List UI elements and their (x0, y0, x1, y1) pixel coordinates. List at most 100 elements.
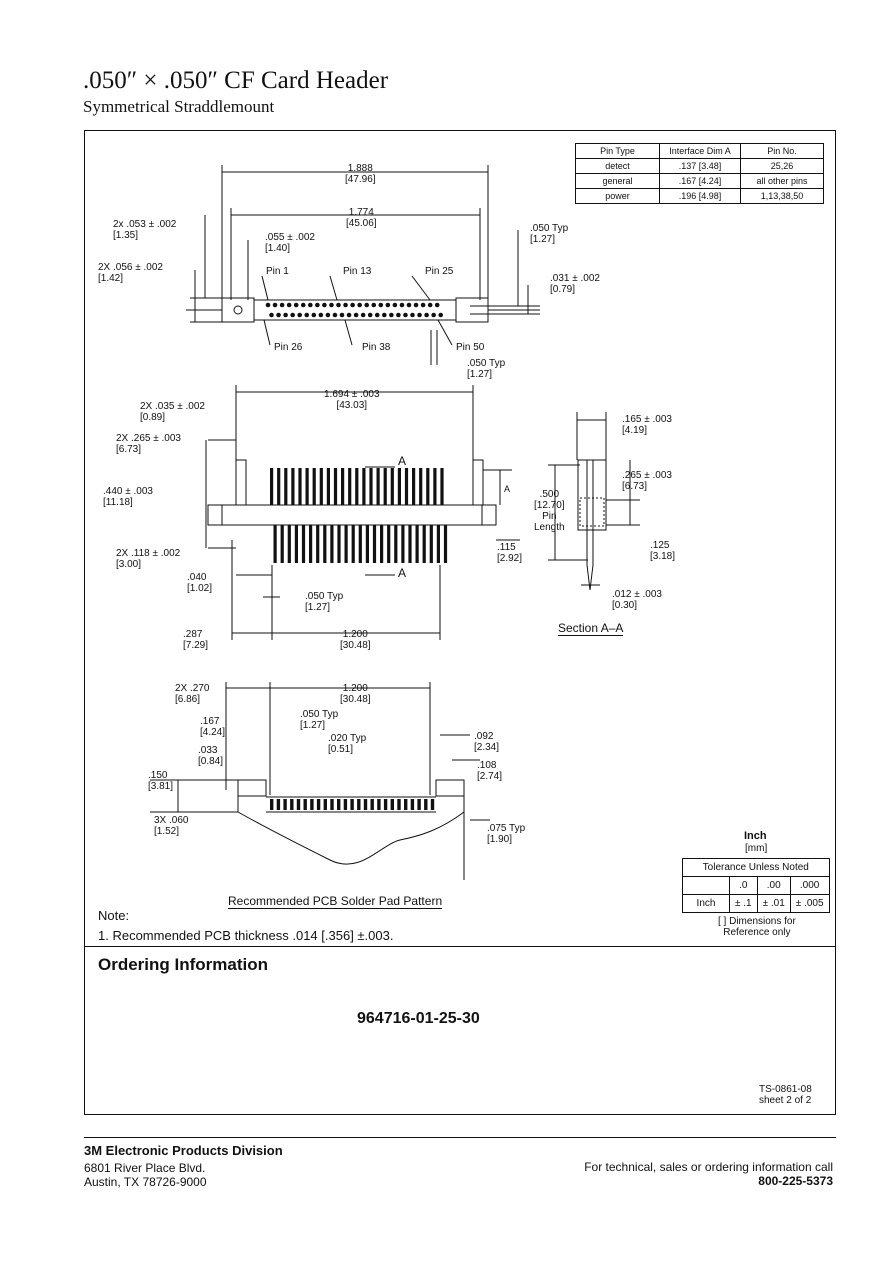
pin-bar (337, 525, 341, 563)
solder-pad (316, 799, 321, 810)
solder-pad (370, 799, 374, 810)
pin-50-label: Pin 50 (456, 342, 485, 353)
pin-bar (348, 468, 352, 505)
pin-dot (378, 302, 384, 308)
section-marker-bottom: A (398, 566, 407, 580)
pin-dot (269, 312, 274, 318)
dim-post-height: 2X .265 ± .003 [6.73] (116, 433, 181, 455)
pin-dot (427, 302, 433, 308)
pin-dot (290, 312, 295, 318)
dim-pin-diameter: .031 ± .002 [0.79] (550, 273, 600, 295)
solder-pad (337, 799, 341, 810)
dim-inner-width: 1.774 [45.06] (346, 207, 377, 229)
solder-pad (417, 799, 421, 810)
front-view-drawing (205, 385, 520, 640)
solder-pad (323, 799, 327, 810)
table-cell: ± .1 (729, 894, 758, 913)
solder-pad (283, 799, 287, 810)
pin-26-label: Pin 26 (274, 342, 303, 353)
pcb-view-drawing (150, 682, 490, 880)
table-row: .0 .00 .000 (682, 876, 830, 895)
pin-bar (341, 468, 345, 505)
pin-dot (332, 312, 338, 318)
address-line: Austin, TX 78726-9000 (84, 1175, 207, 1189)
pin-dot (410, 312, 415, 318)
pin-bar (369, 468, 373, 505)
table-row: general .167 [4.24] all other pins (575, 173, 824, 189)
pin-bar (419, 468, 423, 505)
pin-dot (353, 312, 359, 318)
top-view-pin-rows (265, 302, 444, 318)
pin-dot (276, 312, 281, 318)
pin-dot (420, 302, 426, 308)
section-marker-top: A (398, 454, 407, 468)
pin-bar (440, 468, 444, 505)
solder-pad (270, 799, 274, 810)
units-mm: [mm] (745, 843, 768, 854)
dim-section-thickness: .165 ± .003 [4.19] (622, 414, 672, 436)
solder-pad (404, 799, 408, 810)
table-row: Inch ± .1 ± .01 ± .005 (682, 894, 830, 913)
table-cell: ± .005 (789, 894, 830, 913)
table-row: detect .137 [3.48] 25,26 (575, 158, 824, 174)
pin-bar (344, 525, 348, 563)
pin-dot (311, 312, 317, 318)
table-cell: general (575, 173, 660, 189)
reference-note: [ ] Dimensions for Reference only (718, 916, 796, 938)
front-view-pin-bars (270, 468, 448, 563)
dim-edge: .287 [7.29] (183, 629, 209, 651)
table-header: Pin Type (575, 143, 660, 159)
tolerance-table: Tolerance Unless Noted .0 .00 .000 Inch … (682, 858, 830, 913)
dim-front-width: 1.694 ± .003 [43.03] (324, 389, 380, 411)
dim-front-pitch: .050 Typ [1.27] (305, 591, 344, 613)
pin-dot (265, 302, 271, 308)
dim-pitch-top: .050 Typ [1.27] (530, 223, 569, 245)
contact-line: For technical, sales or ordering informa… (584, 1160, 833, 1174)
pin-dot (434, 302, 440, 308)
table-cell: .00 (756, 876, 791, 895)
section-divider (85, 946, 835, 947)
pin-dot (339, 312, 345, 318)
dim-offset: .040 [1.02] (187, 572, 213, 594)
dim-pcb-a: .167 [4.24] (200, 716, 226, 738)
dim-foot: 2X .118 ± .002 [3.00] (116, 548, 181, 570)
pin-dot (336, 302, 341, 308)
table-cell: .0 (729, 876, 758, 895)
pin-bar (333, 468, 338, 505)
table-cell: 25,26 (740, 158, 824, 174)
pin-bar (330, 525, 334, 563)
dim-pcb-width: 2X .270 [6.86] (175, 683, 210, 705)
pin-bar (415, 525, 419, 563)
pin-bar (277, 468, 281, 505)
dim-pcb-d: .108 [2.74] (477, 760, 503, 782)
pin-bar (326, 468, 330, 505)
pin-bar (372, 525, 377, 563)
pin-dot (389, 312, 394, 318)
pin-dot (272, 302, 278, 308)
solder-pad (296, 799, 301, 810)
pin-bar (305, 468, 309, 505)
pin-dot (392, 302, 398, 308)
pin-dot (371, 302, 377, 308)
dim-pcb-b: .033 [0.84] (198, 745, 224, 767)
pin-bar (433, 468, 437, 505)
note-item: 1. Recommended PCB thickness .014 [.356]… (98, 928, 394, 943)
solder-pad (390, 799, 394, 810)
section-caption: Section A–A (558, 621, 624, 636)
solder-pad (290, 799, 294, 810)
solder-pad (330, 799, 334, 810)
pin-bar (365, 525, 369, 563)
pcb-pad-row (270, 799, 435, 810)
solder-pad (357, 799, 361, 810)
dim-flange: 2X .035 ± .002 [0.89] (140, 401, 205, 423)
pin-bar (394, 525, 398, 563)
pin-dot (357, 302, 362, 308)
page-title: .050″ × .050″ CF Card Header (83, 67, 389, 94)
table-cell (682, 876, 730, 895)
pin-bar (273, 525, 277, 563)
table-cell: power (575, 188, 660, 204)
pin-bar (351, 525, 355, 563)
pin-dot (346, 312, 352, 318)
pin-bar (316, 525, 320, 563)
table-cell: 1,13,38,50 (740, 188, 824, 204)
